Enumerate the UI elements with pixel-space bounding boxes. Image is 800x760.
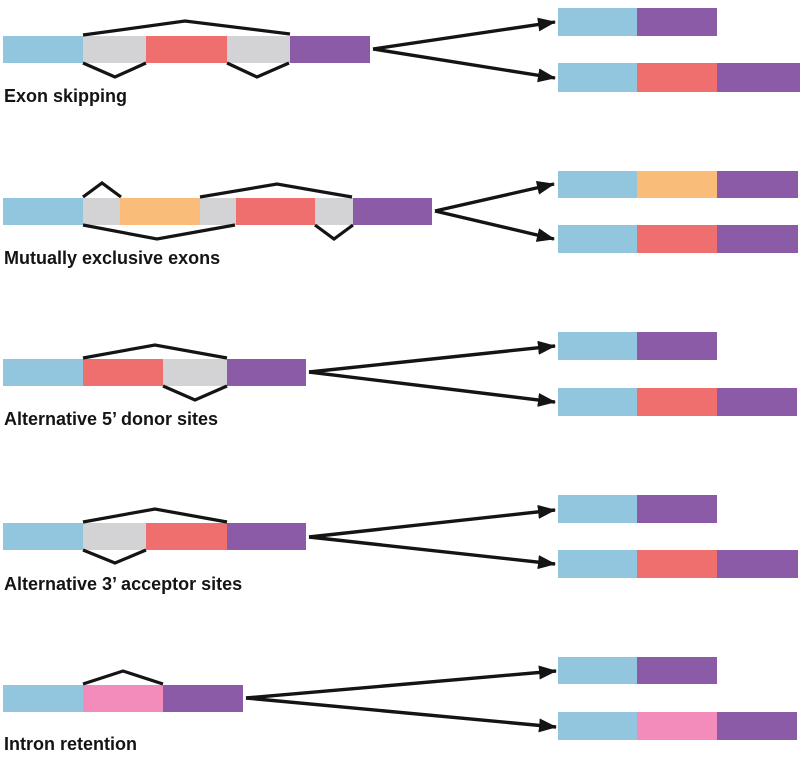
row0-splice-path-0	[82, 19, 291, 37]
row1-arrow-0	[434, 180, 555, 213]
row-label-intron-retention: Intron retention	[4, 734, 137, 754]
row-label-alternative-3-acceptor-sites: Alternative 3’ acceptor sites	[4, 574, 243, 594]
row1-splice-path-2	[82, 223, 236, 241]
row3-arrow-0	[308, 504, 556, 539]
row1-product1-blue-segment	[558, 225, 637, 253]
row2-pre-mrna-blue-segment	[3, 359, 83, 386]
diagram-shapes	[3, 8, 800, 740]
row0-pre-mrna-gray-segment	[83, 36, 146, 63]
row-label-alternative-5-donor-sites: Alternative 5’ donor sites	[4, 409, 219, 429]
row2-pre-mrna-purple-segment	[227, 359, 306, 386]
row1-product1-purple-segment	[717, 225, 798, 253]
row4-pre-mrna-purple-segment	[163, 685, 243, 712]
row2-product1-blue-segment	[558, 388, 637, 416]
row4-pre-mrna-pink-segment	[83, 685, 163, 712]
row0-arrow-0	[372, 17, 556, 51]
row1-pre-mrna-red-segment	[236, 198, 315, 225]
row2-product0-blue-segment	[558, 332, 637, 360]
row3-pre-mrna-red-segment	[146, 523, 227, 550]
row4-product1-blue-segment	[558, 712, 637, 740]
row0-product0-blue-segment	[558, 8, 637, 36]
row2-pre-mrna-gray-segment	[163, 359, 227, 386]
row1-pre-mrna-orange-segment	[120, 198, 200, 225]
row4-arrow-0	[245, 665, 557, 700]
row1-arrow-1	[434, 209, 555, 242]
row4-product0-purple-segment	[637, 657, 717, 684]
row0-pre-mrna-gray-segment	[227, 36, 290, 63]
row1-product0-orange-segment	[637, 171, 717, 198]
row2-product1-red-segment	[637, 388, 717, 416]
row0-arrow-1	[372, 47, 556, 83]
row2-product0-purple-segment	[637, 332, 717, 360]
row0-product1-blue-segment	[558, 63, 637, 92]
row1-pre-mrna-gray-segment	[200, 198, 236, 225]
row2-arrow-0	[308, 340, 556, 374]
row0-product1-red-segment	[637, 63, 717, 92]
row0-product1-purple-segment	[717, 63, 800, 92]
row3-splice-path-1	[82, 548, 147, 565]
row4-product0-blue-segment	[558, 657, 637, 684]
row0-product0-purple-segment	[637, 8, 717, 36]
row-label-exon-skipping: Exon skipping	[4, 86, 128, 106]
row1-splice-path-1	[199, 182, 353, 199]
row2-product1-purple-segment	[717, 388, 797, 416]
row0-pre-mrna-blue-segment	[3, 36, 83, 63]
row1-splice-path-3	[314, 223, 354, 241]
row0-pre-mrna-red-segment	[146, 36, 227, 63]
row1-product1-red-segment	[637, 225, 717, 253]
row0-splice-path-1	[82, 61, 147, 79]
row1-splice-path-0	[82, 181, 122, 199]
row3-product1-blue-segment	[558, 550, 637, 578]
row0-pre-mrna-purple-segment	[290, 36, 370, 63]
row1-product0-purple-segment	[717, 171, 798, 198]
row3-pre-mrna-gray-segment	[83, 523, 146, 550]
row1-pre-mrna-gray-segment	[83, 198, 120, 225]
row3-pre-mrna-blue-segment	[3, 523, 83, 550]
row3-product1-purple-segment	[717, 550, 798, 578]
row4-product1-purple-segment	[717, 712, 797, 740]
row3-product1-red-segment	[637, 550, 717, 578]
row3-arrow-1	[308, 535, 556, 570]
row1-pre-mrna-blue-segment	[3, 198, 83, 225]
row3-pre-mrna-purple-segment	[227, 523, 306, 550]
row2-splice-path-0	[82, 343, 228, 360]
row-label-mutually-exclusive-exons: Mutually exclusive exons	[4, 248, 221, 268]
row4-splice-path-0	[82, 669, 164, 686]
row4-product1-pink-segment	[637, 712, 717, 740]
row1-pre-mrna-purple-segment	[353, 198, 432, 225]
row4-pre-mrna-blue-segment	[3, 685, 83, 712]
row4-arrow-1	[245, 696, 557, 733]
row1-pre-mrna-gray-segment	[315, 198, 353, 225]
row3-product0-blue-segment	[558, 495, 637, 523]
row2-pre-mrna-red-segment	[83, 359, 163, 386]
row0-splice-path-2	[226, 61, 290, 79]
row1-product0-blue-segment	[558, 171, 637, 198]
row3-splice-path-0	[82, 507, 228, 524]
row2-splice-path-1	[162, 384, 228, 402]
row3-product0-purple-segment	[637, 495, 717, 523]
row2-arrow-1	[308, 370, 556, 407]
